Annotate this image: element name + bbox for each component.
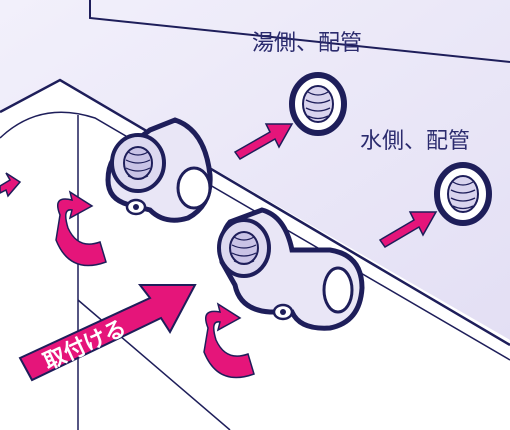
wall-corner-line	[89, 0, 510, 63]
insert-arrow-icon	[233, 123, 294, 160]
cold-side-label: 水側、配管	[360, 129, 470, 154]
install-action-arrow: 取付ける	[18, 284, 197, 382]
hot-pipe-opening	[289, 72, 347, 136]
counter-inner-edge	[0, 111, 510, 361]
counter-back-edge	[0, 78, 510, 347]
insert-arrow-icon	[378, 211, 438, 248]
install-action-label: 取付ける	[40, 316, 130, 376]
elbow-fitting	[217, 207, 365, 331]
insert-arrow-icon	[0, 172, 22, 198]
elbow-fitting	[105, 117, 213, 223]
rotate-arrow-icon	[55, 190, 107, 267]
hot-side-label: 湯側、配管	[252, 31, 362, 56]
cold-pipe-opening	[434, 162, 492, 226]
back-wall	[0, 0, 510, 340]
rotate-arrow-icon	[203, 302, 255, 379]
